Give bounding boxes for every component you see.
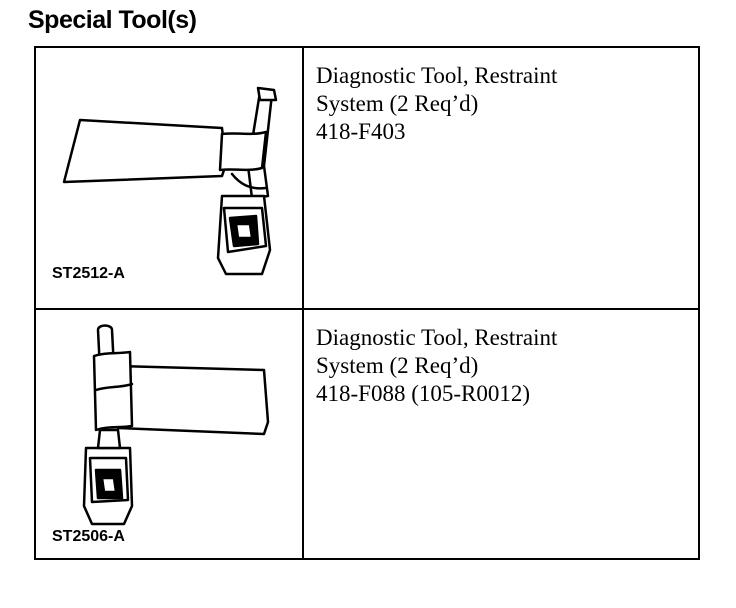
tool-code: ST2506-A xyxy=(52,528,125,545)
special-tools-table: ST2512-A Diagnostic Tool, Restraint Syst… xyxy=(34,46,700,560)
tool-row: ST2506-A Diagnostic Tool, Restraint Syst… xyxy=(36,310,698,560)
connector-cable-illustration xyxy=(82,324,270,526)
tool-row: ST2512-A Diagnostic Tool, Restraint Syst… xyxy=(36,48,698,310)
tool-part-number: 418-F088 (105-R0012) xyxy=(316,381,531,406)
tool-code: ST2512-A xyxy=(52,265,125,282)
tool-name-line-1: Diagnostic Tool, Restraint xyxy=(316,63,558,88)
tool-image-cell: ST2506-A xyxy=(36,310,304,560)
tool-description: Diagnostic Tool, Restraint System (2 Req… xyxy=(304,48,698,308)
tool-image-cell: ST2512-A xyxy=(36,48,304,308)
tool-name-line-2: System (2 Req’d) xyxy=(316,353,479,378)
page-title: Special Tool(s) xyxy=(28,6,197,34)
connector-cable-illustration xyxy=(62,86,278,276)
tool-part-number: 418-F403 xyxy=(316,119,406,144)
tool-name-line-1: Diagnostic Tool, Restraint xyxy=(316,325,558,350)
tool-name-line-2: System (2 Req’d) xyxy=(316,91,479,116)
tool-description: Diagnostic Tool, Restraint System (2 Req… xyxy=(304,310,698,560)
